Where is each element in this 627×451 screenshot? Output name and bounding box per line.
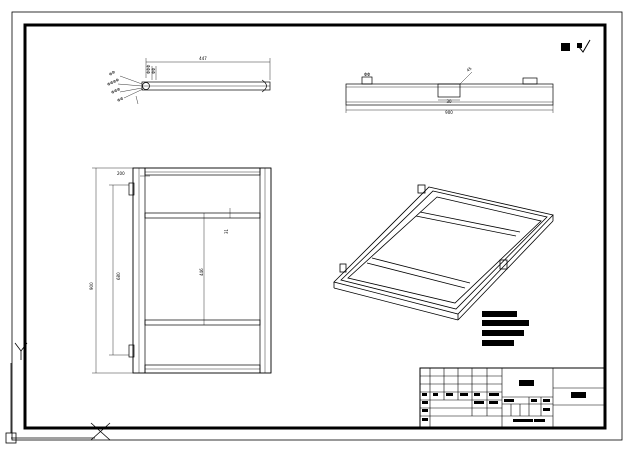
front-callout-label: 45: [465, 65, 472, 72]
top-view: [117, 58, 271, 105]
ucs-icon: [5, 363, 95, 444]
svg-text:ΦΦ: ΦΦ: [151, 68, 156, 74]
roughness-symbol: [561, 39, 591, 53]
sheet-outer-border: [11, 11, 623, 441]
plan-top-offset-label: 200: [117, 171, 125, 176]
top-length-label: 447: [199, 56, 207, 61]
isometric-view: [333, 184, 554, 321]
ucs-y-axis-icon: [14, 342, 28, 360]
technical-notes: [482, 311, 529, 346]
svg-text:ΦΦΦ: ΦΦΦ: [110, 86, 121, 95]
plan-height-label: 900: [89, 282, 94, 290]
svg-text:ΦΦΦΦ: ΦΦΦΦ: [106, 77, 120, 87]
front-length-label: 900: [445, 110, 453, 115]
top-view-labels: 447 ΦΦ ΦΦΦΦ ΦΦΦ ΦΦ ΦΦΦ ΦΦ: [106, 56, 207, 103]
svg-text:ΦΦ: ΦΦ: [364, 72, 370, 77]
drawing-frame: [23, 23, 607, 430]
plan-view-labels: 900 680 446 31 200: [89, 171, 229, 290]
ucs-x-axis-icon: [90, 422, 111, 441]
front-slot-label: 30: [446, 99, 452, 104]
title-block-fields: [422, 380, 586, 422]
plan-span-label: 446: [199, 268, 204, 276]
plan-gap-label: 31: [224, 228, 229, 234]
front-view-labels: 900 30 45 ΦΦ: [364, 65, 473, 115]
plan-view: [92, 167, 272, 374]
svg-text:ΦΦ: ΦΦ: [116, 96, 124, 103]
svg-text:ΦΦΦ: ΦΦΦ: [146, 65, 151, 74]
plan-inner-height-label: 680: [116, 272, 121, 280]
title-block: [419, 367, 606, 429]
svg-text:ΦΦ: ΦΦ: [108, 69, 116, 76]
front-view: [345, 71, 554, 113]
